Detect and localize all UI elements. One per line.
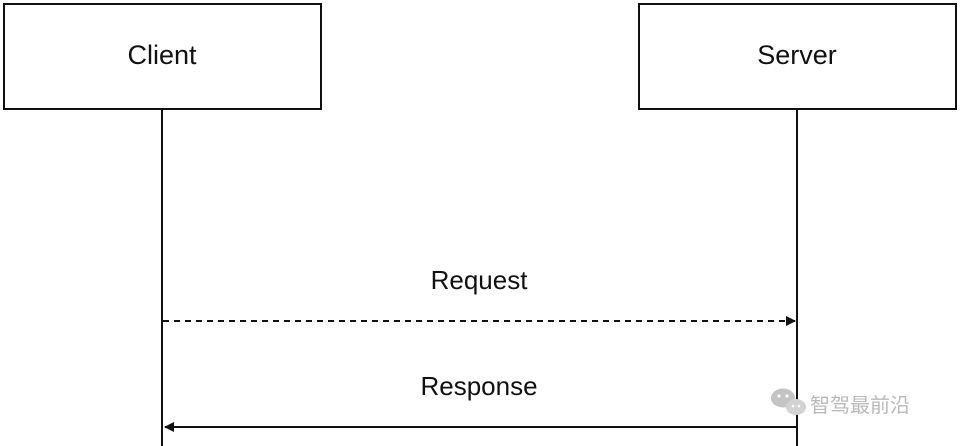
- actor-client: Client: [3, 3, 322, 110]
- watermark: 智驾最前沿: [771, 388, 910, 417]
- actor-server-box: [638, 3, 957, 110]
- message-request-label: Request: [431, 265, 529, 295]
- message-response: Response: [164, 371, 796, 432]
- wechat-icon: [771, 388, 806, 415]
- message-response-label: Response: [420, 371, 537, 401]
- actor-client-box: [3, 3, 322, 110]
- message-request: Request: [163, 265, 796, 326]
- watermark-text: 智驾最前沿: [810, 393, 910, 417]
- actor-client-label: Client: [127, 40, 197, 70]
- actor-server-label: Server: [757, 40, 837, 70]
- actor-server: Server: [638, 3, 957, 110]
